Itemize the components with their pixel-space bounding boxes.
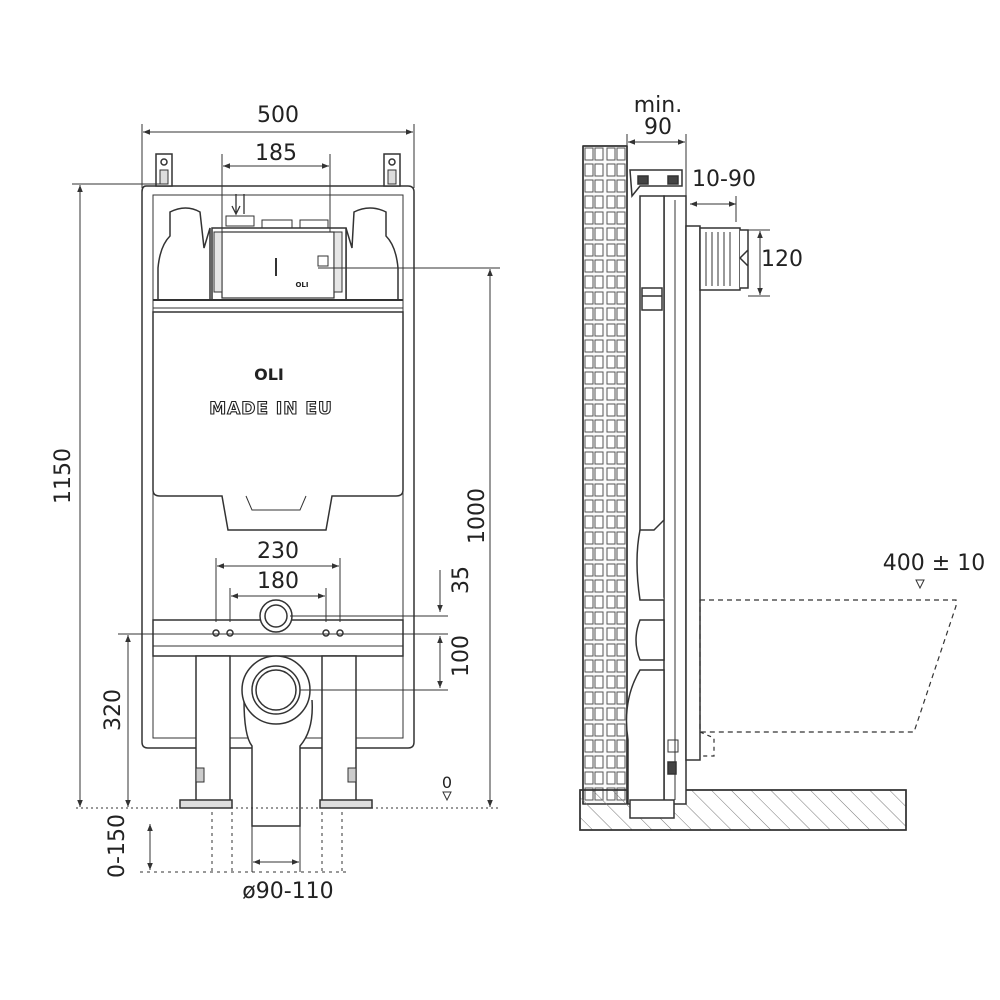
leg-right [321,655,357,807]
front-view [76,153,500,872]
dim-bowl-distance: 400 ± 10 [883,551,985,576]
dim-spacing-180: 180 [257,569,299,594]
drain-side [625,669,665,805]
dim-spacing-230: 230 [257,539,299,564]
side-view [579,145,957,831]
dim-min-value: 90 [644,115,672,140]
front-dimension-lines [72,124,500,873]
cistern-body [152,311,404,531]
bracket-left [155,153,173,187]
flush-mechanism [221,231,335,299]
drain-elbow [243,699,313,827]
cistern-right-ear [345,207,399,301]
flush-pipe-side [635,619,665,661]
dim-width-top: 185 [255,141,297,166]
cistern-made-in: MADE IN EU [209,399,333,419]
dim-height-total: 1150 [51,448,76,504]
leg-left [195,655,231,807]
cistern-logo: OLI [254,365,284,384]
dim-floor-zero: 0 [442,773,452,792]
mechanism-logo: OLI [295,281,308,289]
dim-floor-range: 0-150 [105,814,130,878]
water-inlet-icon [231,194,245,216]
frame-inner [152,194,404,739]
dim-min-label: min. [634,93,682,118]
frame-outline [141,185,415,749]
cistern-side [639,195,665,531]
dim-adjust-range: 10-90 [692,167,756,192]
cistern-left-ear [157,207,211,301]
toilet-bowl-outline [699,599,957,733]
wall-connector [699,227,741,291]
side-dimension-lines [626,134,925,590]
dim-pipe-diameter: ø90-110 [242,879,333,904]
dim-offset-35: 35 [449,566,474,594]
brick-wall [582,145,628,805]
bracket-right [383,153,401,187]
dim-offset-100: 100 [449,635,474,677]
dim-height-320: 320 [101,689,126,731]
dim-width-total: 500 [257,103,299,128]
dim-height-frame: 1000 [465,488,490,544]
dim-depth-120: 120 [761,247,803,272]
